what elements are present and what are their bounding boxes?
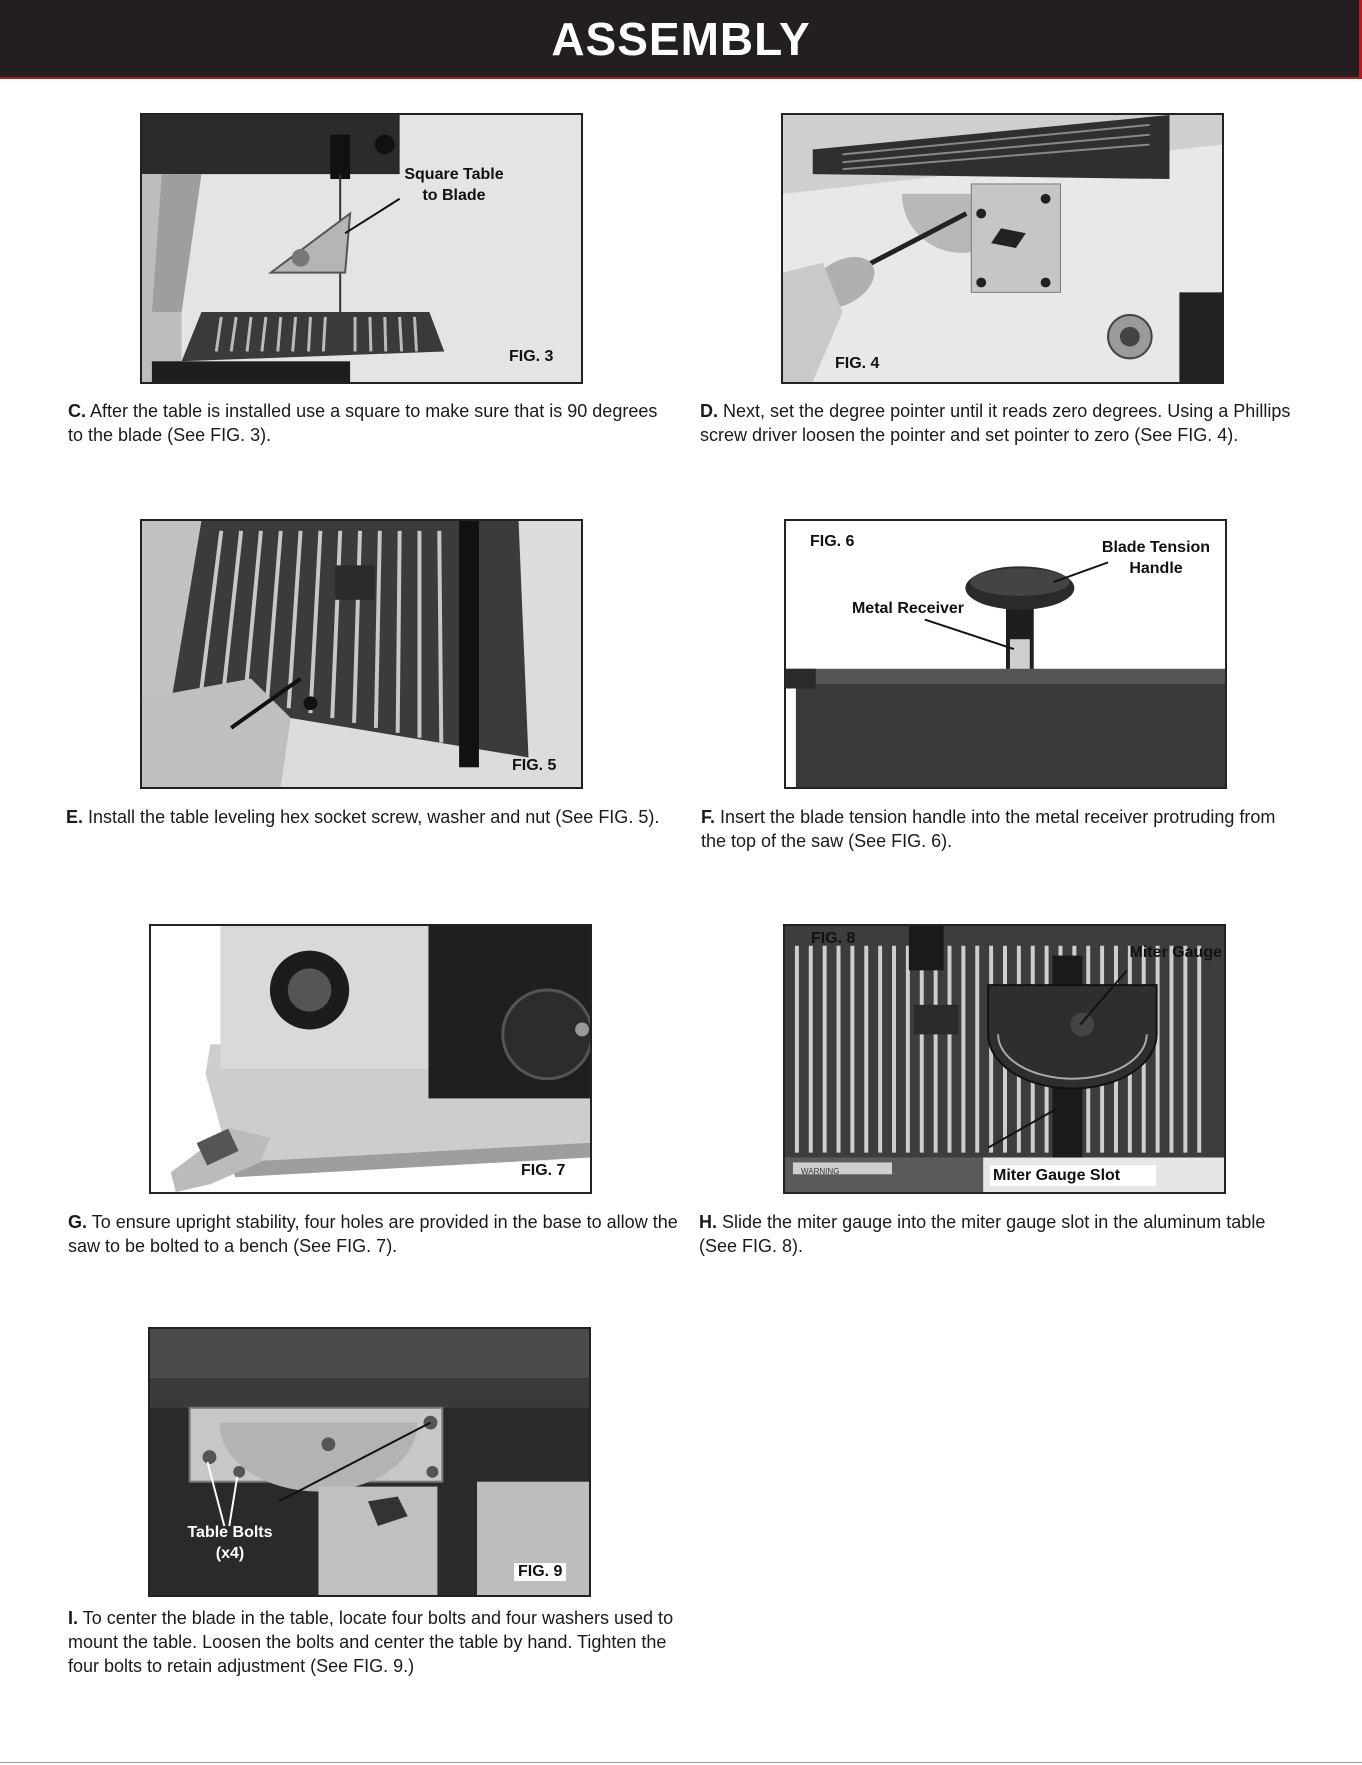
figure-9-label: FIG. 9	[514, 1563, 567, 1581]
figure-3-callout: Square Table to Blade	[404, 166, 504, 204]
figure-6-callout-receiver: Metal Receiver	[851, 600, 965, 617]
step-g-letter: G.	[68, 1212, 88, 1232]
figure-3-illustration	[142, 115, 445, 382]
step-i-text: To center the blade in the table, locate…	[68, 1608, 674, 1676]
step-h-caption: H. Slide the miter gauge into the miter …	[699, 1210, 1299, 1258]
figure-9-callout-bolts: Table Bolts (x4)	[187, 1524, 273, 1562]
figure-7-label: FIG. 7	[521, 1162, 566, 1179]
figure-4-illustration	[783, 115, 1222, 382]
page-title: ASSEMBLY	[551, 12, 811, 65]
figure-5-photo: FIG. 5	[140, 519, 583, 789]
footer-rule	[0, 1762, 1362, 1763]
page-header: ASSEMBLY	[0, 0, 1362, 79]
step-d-letter: D.	[700, 401, 718, 421]
step-i-caption: I. To center the blade in the table, loc…	[68, 1606, 678, 1678]
figure-7-illustration	[170, 926, 590, 1192]
figure-8-callout-slot: Miter Gauge Slot	[990, 1165, 1156, 1186]
step-e-caption: E. Install the table leveling hex socket…	[66, 805, 676, 829]
figure-4-label: FIG. 4	[835, 355, 880, 372]
figure-8-warning-text: WARNING	[801, 1167, 840, 1176]
figure-5-illustration	[142, 521, 529, 787]
figure-5-label: FIG. 5	[512, 757, 557, 774]
step-e-letter: E.	[66, 807, 84, 827]
step-f-text: Insert the blade tension handle into the…	[701, 807, 1276, 851]
figure-3-photo: Square Table to Blade FIG. 3	[140, 113, 583, 384]
step-f-letter: F.	[701, 807, 716, 827]
step-g-text: To ensure upright stability, four holes …	[68, 1212, 678, 1256]
figure-8-illustration	[785, 926, 1224, 1192]
step-g-caption: G. To ensure upright stability, four hol…	[68, 1210, 678, 1258]
step-d-caption: D. Next, set the degree pointer until it…	[700, 399, 1300, 447]
figure-6-illustration	[786, 561, 1225, 787]
figure-3-label: FIG. 3	[509, 348, 554, 365]
figure-6-photo: FIG. 6 Blade Tension Handle Metal Receiv…	[784, 519, 1227, 789]
step-i-letter: I.	[68, 1608, 79, 1628]
step-f-caption: F. Insert the blade tension handle into …	[701, 805, 1301, 853]
step-c-letter: C.	[68, 401, 86, 421]
figure-4-photo: FIG. 4	[781, 113, 1224, 384]
header-accent-edge	[1359, 0, 1362, 77]
step-e-text: Install the table leveling hex socket sc…	[88, 807, 660, 827]
figure-8-label: FIG. 8	[811, 930, 856, 947]
step-c-text: After the table is installed use a squar…	[68, 401, 658, 445]
step-c-caption: C. After the table is installed use a sq…	[68, 399, 668, 447]
figure-9-illustration	[150, 1329, 589, 1595]
figure-8-photo: FIG. 8 Miter Gauge Miter Gauge Slot WARN…	[783, 924, 1226, 1194]
step-h-letter: H.	[699, 1212, 717, 1232]
figure-7-photo: FIG. 7	[149, 924, 592, 1194]
figure-8-callout-gauge: Miter Gauge	[1129, 944, 1222, 961]
step-d-text: Next, set the degree pointer until it re…	[700, 401, 1291, 445]
figure-6-callout-handle: Blade Tension Handle	[1101, 539, 1211, 577]
figure-9-photo: Table Bolts (x4) FIG. 9	[148, 1327, 591, 1597]
step-h-text: Slide the miter gauge into the miter gau…	[699, 1212, 1266, 1256]
figure-6-label: FIG. 6	[810, 533, 855, 550]
